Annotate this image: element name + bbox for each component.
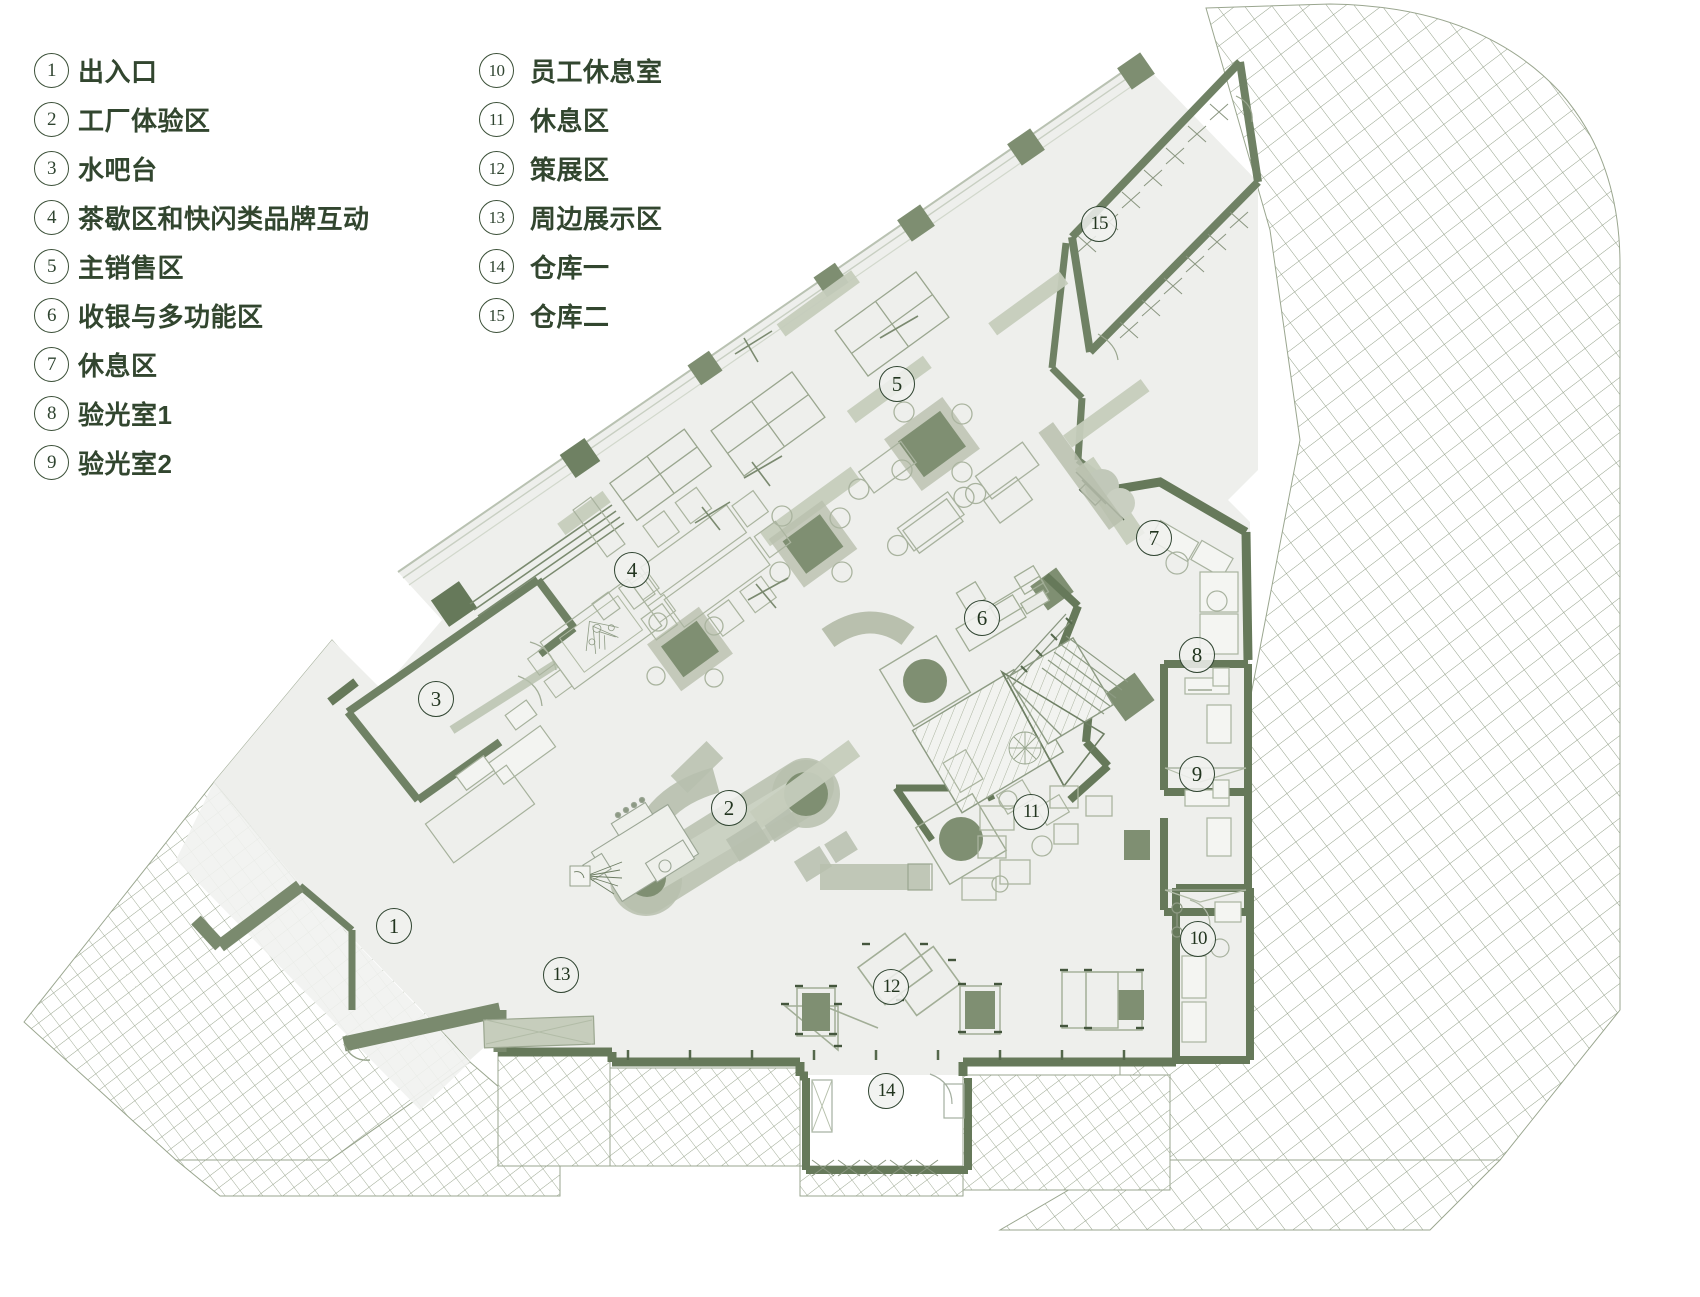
plan-marker-water-bar: 3 — [418, 681, 454, 717]
plan-marker-optometry-1: 8 — [1179, 637, 1215, 673]
plan-marker-cashier-multifunction: 6 — [964, 600, 1000, 636]
plan-marker-factory-experience: 2 — [711, 790, 747, 826]
legend-number-9: 9 — [34, 445, 69, 480]
legend-number-15: 15 — [479, 298, 514, 333]
peripheral-display-bench — [482, 1015, 596, 1049]
legend-item-4: 4 茶歇区和快闪类品牌互动 — [34, 193, 370, 242]
legend-label-4: 茶歇区和快闪类品牌互动 — [78, 204, 370, 234]
legend-item-15: 15 仓库二 — [479, 291, 663, 340]
plan-marker-curation: 12 — [873, 969, 909, 1005]
northwest-curtain-wall — [397, 52, 1155, 627]
legend-label-15: 仓库二 — [530, 302, 610, 332]
legend-label-7: 休息区 — [78, 351, 158, 381]
legend-item-5: 5 主销售区 — [34, 242, 370, 291]
legend-label-1: 出入口 — [78, 57, 158, 87]
legend-label-10: 员工休息室 — [530, 57, 663, 87]
legend-number-3: 3 — [34, 151, 69, 186]
legend-item-3: 3 水吧台 — [34, 144, 370, 193]
plan-marker-main-sales: 5 — [879, 366, 915, 402]
entrance-walls — [191, 880, 507, 1061]
east-rooms-walls — [1111, 477, 1254, 1064]
legend-number-1: 1 — [34, 53, 69, 88]
lounge-11-furniture — [961, 785, 1113, 901]
legend-label-13: 周边展示区 — [530, 204, 663, 234]
legend-item-12: 12 策展区 — [479, 144, 663, 193]
legend-label-2: 工厂体验区 — [78, 106, 211, 136]
legend-number-13: 13 — [479, 200, 514, 235]
legend-item-9: 9 验光室2 — [34, 438, 370, 487]
plan-marker-peripheral-display: 13 — [543, 957, 579, 993]
plan-marker-staff-lounge: 10 — [1180, 921, 1216, 957]
legend-number-5: 5 — [34, 249, 69, 284]
south-walls — [493, 1038, 1176, 1177]
legend-number-11: 11 — [479, 102, 514, 137]
plan-marker-tea-break-popup: 4 — [614, 552, 650, 588]
legend-item-2: 2 工厂体验区 — [34, 95, 370, 144]
legend-label-3: 水吧台 — [78, 155, 158, 185]
legend-number-7: 7 — [34, 347, 69, 382]
legend-label-11: 休息区 — [530, 106, 610, 136]
legend: 1 出入口 2 工厂体验区 3 水吧台 4 茶歇区和快闪类品牌互动 5 主销售区 6 收银与多功能区 7… — [34, 46, 734, 480]
legend-item-6: 6 收银与多功能区 — [34, 291, 370, 340]
plan-marker-lounge-lower: 11 — [1013, 794, 1049, 830]
legend-number-8: 8 — [34, 396, 69, 431]
projection-cone — [569, 861, 623, 895]
legend-label-5: 主销售区 — [78, 253, 185, 283]
plan-marker-warehouse-1: 14 — [868, 1073, 904, 1109]
misc-fixtures — [1038, 422, 1135, 530]
plan-marker-optometry-2: 9 — [1179, 756, 1215, 792]
legend-number-2: 2 — [34, 102, 69, 137]
plan-marker-lounge-upper: 7 — [1136, 520, 1172, 556]
plan-marker-warehouse-2: 15 — [1081, 206, 1117, 242]
legend-item-1: 1 出入口 — [34, 46, 370, 95]
legend-item-10: 10 员工休息室 — [479, 46, 663, 95]
legend-item-8: 8 验光室1 — [34, 389, 370, 438]
south-wall-sill-ticks — [626, 1050, 1126, 1060]
legend-item-11: 11 休息区 — [479, 95, 663, 144]
plan-marker-entrance: 1 — [376, 908, 412, 944]
curation-display-frames — [781, 932, 1144, 1052]
legend-label-8: 验光室1 — [78, 400, 173, 430]
legend-item-7: 7 休息区 — [34, 340, 370, 389]
legend-number-6: 6 — [34, 298, 69, 333]
legend-label-9: 验光室2 — [78, 449, 173, 479]
legend-column-right: 10 员工休息室 11 休息区 12 策展区 13 周边展示区 14 仓库一 15 仓库二 — [479, 46, 663, 340]
legend-number-14: 14 — [479, 249, 514, 284]
legend-label-12: 策展区 — [530, 155, 610, 185]
legend-item-14: 14 仓库一 — [479, 242, 663, 291]
legend-column-left: 1 出入口 2 工厂体验区 3 水吧台 4 茶歇区和快闪类品牌互动 5 主销售区 6 收银与多功能区 7… — [34, 46, 370, 487]
legend-number-4: 4 — [34, 200, 69, 235]
east-room-fixtures — [1148, 519, 1247, 1043]
legend-item-13: 13 周边展示区 — [479, 193, 663, 242]
legend-label-6: 收银与多功能区 — [78, 302, 264, 332]
legend-number-10: 10 — [479, 53, 514, 88]
legend-number-12: 12 — [479, 151, 514, 186]
legend-label-14: 仓库一 — [530, 253, 610, 283]
